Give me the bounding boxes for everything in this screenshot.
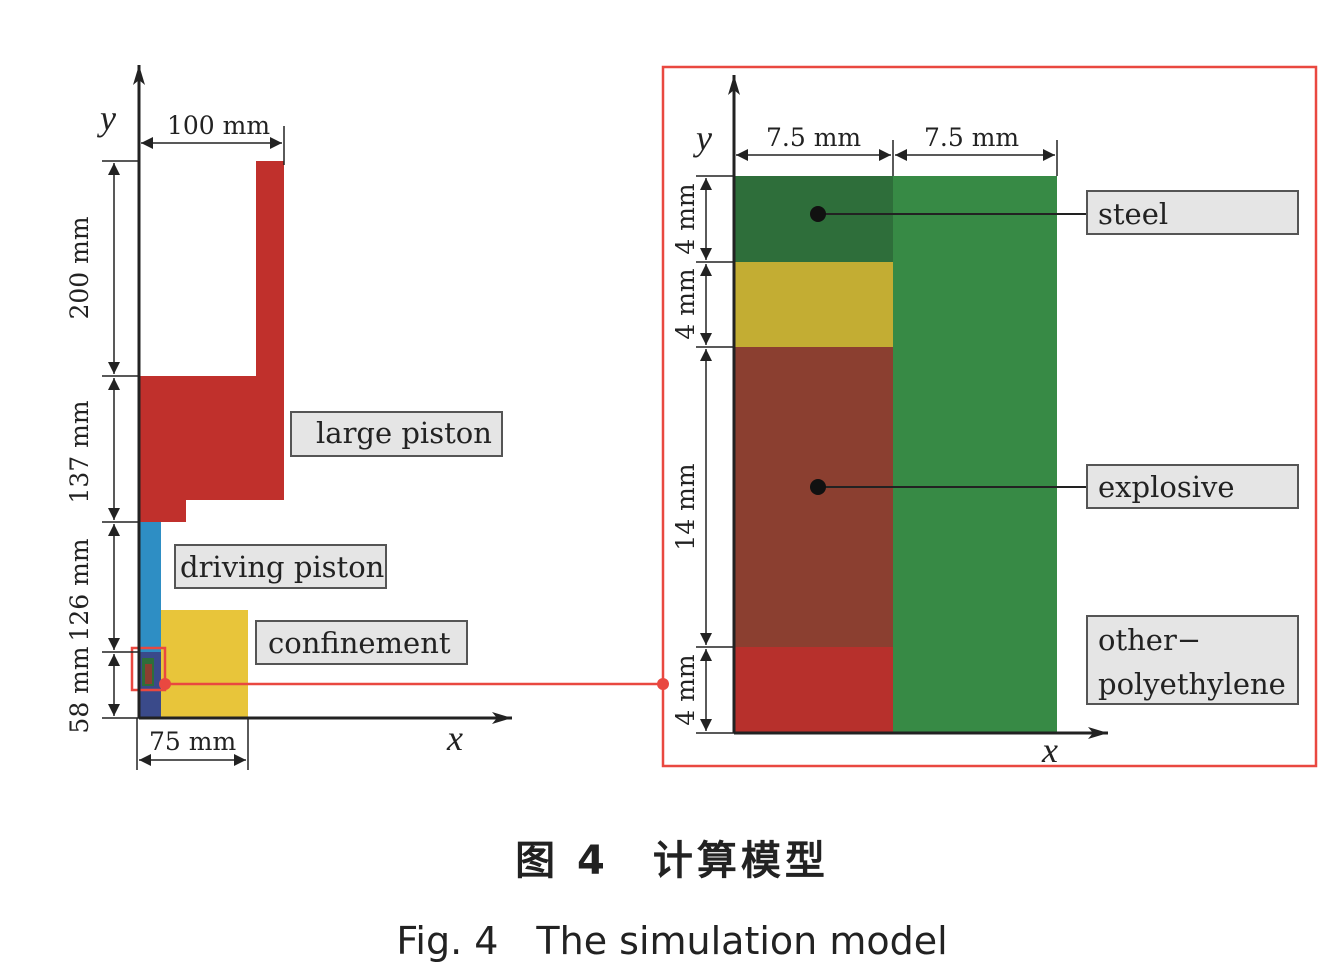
label-box-driving-piston xyxy=(174,544,387,589)
dim-rh3: 14 mm xyxy=(671,463,700,550)
dim-rh2: 4 mm xyxy=(671,268,700,340)
label-other-line2: polyethylene xyxy=(1098,667,1286,701)
label-box-confinement xyxy=(255,620,468,665)
dim-rh1: 4 mm xyxy=(671,183,700,255)
zoom-highlight-box xyxy=(130,646,167,692)
dim-width-top: 100 mm xyxy=(167,111,270,140)
dim-w2: 7.5 mm xyxy=(924,123,1019,152)
right-detail: y x 7.5 mm 7.5 mm 4 mm 4 mm 14 mm 4 mm xyxy=(661,65,1318,770)
label-confinement: confinement xyxy=(268,626,451,660)
caption-chinese: 图 4 计算模型 xyxy=(515,838,829,884)
label-other-line1: other− xyxy=(1098,623,1201,657)
other-polyethylene-region xyxy=(893,176,1057,733)
steel-layer-yellow xyxy=(734,262,893,347)
dim-h4: 58 mm xyxy=(65,646,94,733)
bottom-layer xyxy=(734,647,893,733)
label-steel: steel xyxy=(1098,197,1168,231)
confinement-shape xyxy=(161,610,248,718)
label-explosive: explosive xyxy=(1098,470,1235,504)
dim-width-bottom: 75 mm xyxy=(149,727,236,756)
explosive-layer xyxy=(734,347,893,647)
dim-w1: 7.5 mm xyxy=(766,123,861,152)
detail-frame xyxy=(661,65,1318,768)
label-box-explosive xyxy=(1086,464,1299,509)
left-dim-ticks xyxy=(102,160,139,719)
right-dim-ticks xyxy=(696,175,734,734)
label-driving-piston: driving piston xyxy=(180,550,384,584)
label-box-steel xyxy=(1086,190,1299,235)
steel-dot xyxy=(810,206,826,222)
right-y-axis-label: y xyxy=(693,118,712,158)
dim-h1: 200 mm xyxy=(65,216,94,319)
dim-h2: 137 mm xyxy=(65,400,94,503)
explosive-dot xyxy=(810,479,826,495)
right-x-axis-label: x xyxy=(1041,730,1058,770)
label-box-other-polyethylene xyxy=(1086,615,1299,705)
sample-explosive-mini xyxy=(145,664,152,684)
driving-piston-shape xyxy=(139,522,161,652)
caption-english: Fig. 4 The simulation model xyxy=(396,919,948,963)
left-y-axis-label: y xyxy=(97,98,116,138)
dim-h3: 126 mm xyxy=(65,538,94,641)
label-box-large-piston xyxy=(290,411,503,457)
dim-rh4: 4 mm xyxy=(671,654,700,726)
large-piston-shape xyxy=(139,161,284,522)
label-large-piston: large piston xyxy=(316,416,492,450)
left-model: y x 100 mm 200 mm 137 mm 126 mm 58 mm 75… xyxy=(65,65,512,770)
simulation-model-diagram: y x 100 mm 200 mm 137 mm 126 mm 58 mm 75… xyxy=(65,65,1318,770)
left-x-axis-label: x xyxy=(446,718,463,758)
zoom-connector-dot-start xyxy=(159,678,171,690)
